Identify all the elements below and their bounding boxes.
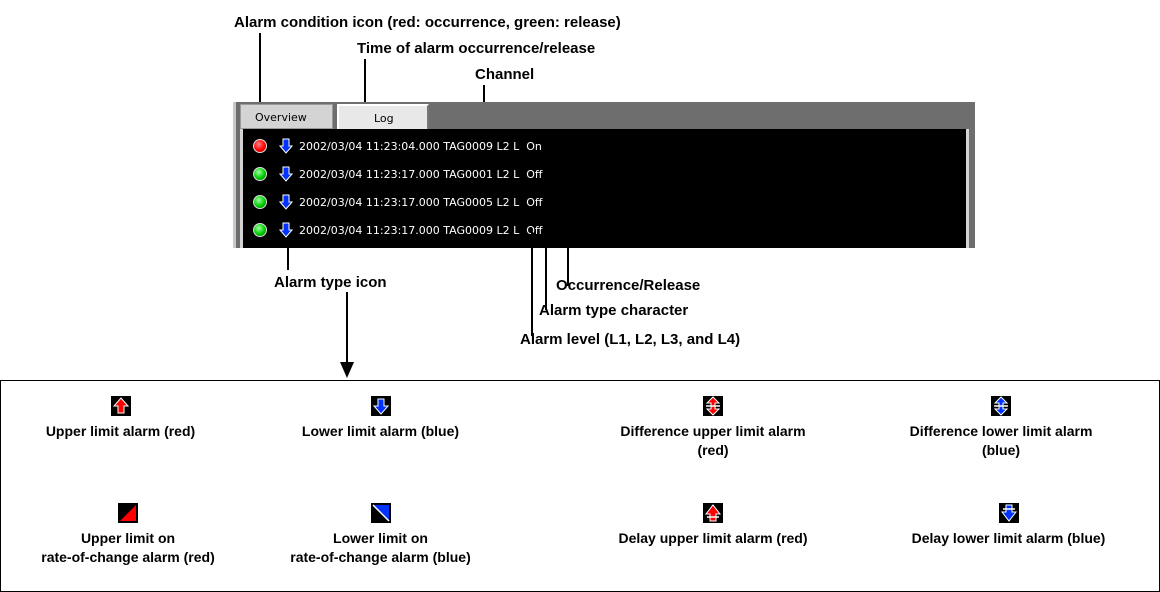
tab-overview[interactable]: Overview — [240, 104, 333, 129]
legend-lower-limit: Lower limit alarm (blue) — [263, 396, 498, 441]
log-panel: 2002/03/04 11:23:04.000 TAG0009 L2 L On … — [240, 129, 969, 248]
callout-alarm-level: Alarm level (L1, L2, L3, and L4) — [520, 331, 741, 348]
tab-log[interactable]: Log — [337, 104, 429, 131]
legend-label: Difference upper limit alarm — [620, 423, 806, 439]
delay-lower-limit-icon — [998, 503, 1019, 523]
alarm-release-icon — [253, 167, 267, 181]
log-entry-text: 2002/03/04 11:23:17.000 TAG0001 L2 L Off — [299, 167, 543, 181]
down-arrow-icon — [340, 292, 354, 378]
log-entry-text: 2002/03/04 11:23:04.000 TAG0009 L2 L On — [299, 139, 542, 153]
leader-line — [259, 33, 261, 139]
leader-line — [531, 232, 533, 336]
window-edge — [233, 102, 236, 248]
legend-upper-limit: Upper limit alarm (red) — [3, 396, 238, 441]
legend-label: Difference lower limit alarm — [909, 423, 1093, 439]
leader-line — [567, 238, 569, 286]
alarm-occurrence-icon — [253, 139, 267, 153]
lower-limit-icon — [370, 396, 391, 416]
rate-of-change-upper-icon — [118, 503, 138, 523]
legend-delay-lower-limit: Delay lower limit alarm (blue) — [871, 503, 1146, 548]
lower-limit-arrow-icon — [279, 222, 293, 238]
difference-upper-limit-icon — [703, 396, 723, 416]
rate-of-change-lower-icon — [370, 503, 391, 523]
legend-label: (blue) — [981, 442, 1021, 458]
legend-difference-upper-limit: Difference upper limit alarm (red) — [583, 396, 843, 460]
log-row[interactable]: 2002/03/04 11:23:04.000 TAG0009 L2 L On — [253, 135, 542, 157]
callout-time: Time of alarm occurrence/release — [357, 40, 596, 57]
log-row[interactable]: 2002/03/04 11:23:17.000 TAG0001 L2 L Off — [253, 163, 542, 185]
legend-delay-upper-limit: Delay upper limit alarm (red) — [583, 503, 843, 548]
legend-label: Upper limit on — [80, 530, 176, 546]
legend-rate-of-change-upper: Upper limit on rate-of-change alarm (red… — [3, 503, 253, 567]
upper-limit-icon — [110, 396, 131, 416]
callout-alarm-type-character: Alarm type character — [539, 302, 689, 319]
lower-limit-arrow-icon — [279, 166, 293, 182]
alarm-release-icon — [253, 223, 267, 237]
legend-label: Upper limit alarm (red) — [45, 423, 196, 439]
legend-label: rate-of-change alarm (blue) — [290, 549, 471, 565]
log-row[interactable]: 2002/03/04 11:23:17.000 TAG0005 L2 L Off — [253, 191, 542, 213]
callout-alarm-type-icon: Alarm type icon — [274, 274, 387, 291]
callout-channel: Channel — [475, 66, 535, 83]
legend-label: Delay lower limit alarm (blue) — [911, 530, 1106, 546]
alarm-release-icon — [253, 195, 267, 209]
leader-line — [545, 232, 547, 310]
log-entry-text: 2002/03/04 11:23:17.000 TAG0005 L2 L Off — [299, 195, 543, 209]
legend-label: rate-of-change alarm (red) — [41, 549, 215, 565]
legend-label: (red) — [697, 442, 729, 458]
legend-difference-lower-limit: Difference lower limit alarm (blue) — [871, 396, 1131, 460]
legend-label: Delay upper limit alarm (red) — [618, 530, 808, 546]
difference-lower-limit-icon — [991, 396, 1011, 416]
callout-alarm-condition-icon: Alarm condition icon (red: occurrence, g… — [234, 14, 621, 31]
delay-upper-limit-icon — [703, 503, 723, 523]
lower-limit-arrow-icon — [279, 138, 293, 154]
log-entry-text: 2002/03/04 11:23:17.000 TAG0009 L2 L Off — [299, 223, 543, 237]
log-window: Overview Log 2002/03/04 11:23:04.000 TAG… — [233, 102, 975, 248]
leader-line — [364, 59, 366, 139]
alarm-type-legend: Upper limit alarm (red) Lower limit alar… — [0, 380, 1160, 592]
log-row[interactable]: 2002/03/04 11:23:17.000 TAG0009 L2 L Off — [253, 219, 542, 241]
leader-line — [287, 238, 289, 270]
legend-label: Lower limit alarm (blue) — [301, 423, 460, 439]
legend-label: Lower limit on — [333, 530, 428, 546]
lower-limit-arrow-icon — [279, 194, 293, 210]
callout-occurrence-release: Occurrence/Release — [556, 277, 701, 294]
legend-rate-of-change-lower: Lower limit on rate-of-change alarm (blu… — [263, 503, 498, 567]
